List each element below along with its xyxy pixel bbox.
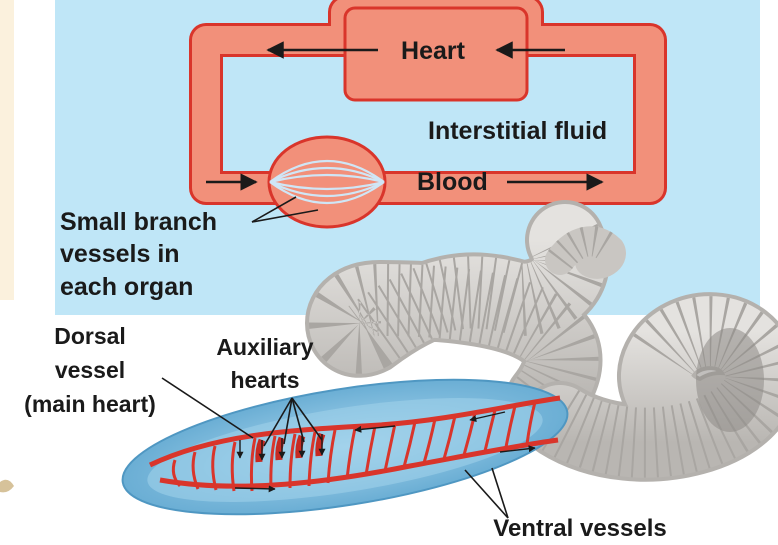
auxiliary-hearts-label-line-1: Auxiliary (216, 334, 313, 360)
dorsal-vessel-label-line-1: Dorsal (54, 323, 126, 349)
interstitial-fluid-label: Interstitial fluid (428, 117, 607, 145)
dorsal-vessel-label-line-3: (main heart) (24, 391, 156, 417)
organ-capillary-bed (269, 137, 385, 227)
blood-label: Blood (417, 168, 488, 196)
left-margin-strip (0, 0, 14, 300)
branch-vessels-label-line-3: each organ (60, 273, 193, 301)
heart-label: Heart (401, 37, 466, 65)
left-edge-fragment (0, 480, 14, 493)
auxiliary-hearts-label-line-2: hearts (230, 367, 299, 393)
branch-vessels-label-line-2: vessels in (60, 240, 180, 268)
ventral-vessels-label: Ventral vessels (493, 515, 666, 542)
dorsal-vessel-label-line-2: vessel (55, 357, 125, 383)
branch-vessels-label-line-1: Small branch (60, 208, 217, 236)
